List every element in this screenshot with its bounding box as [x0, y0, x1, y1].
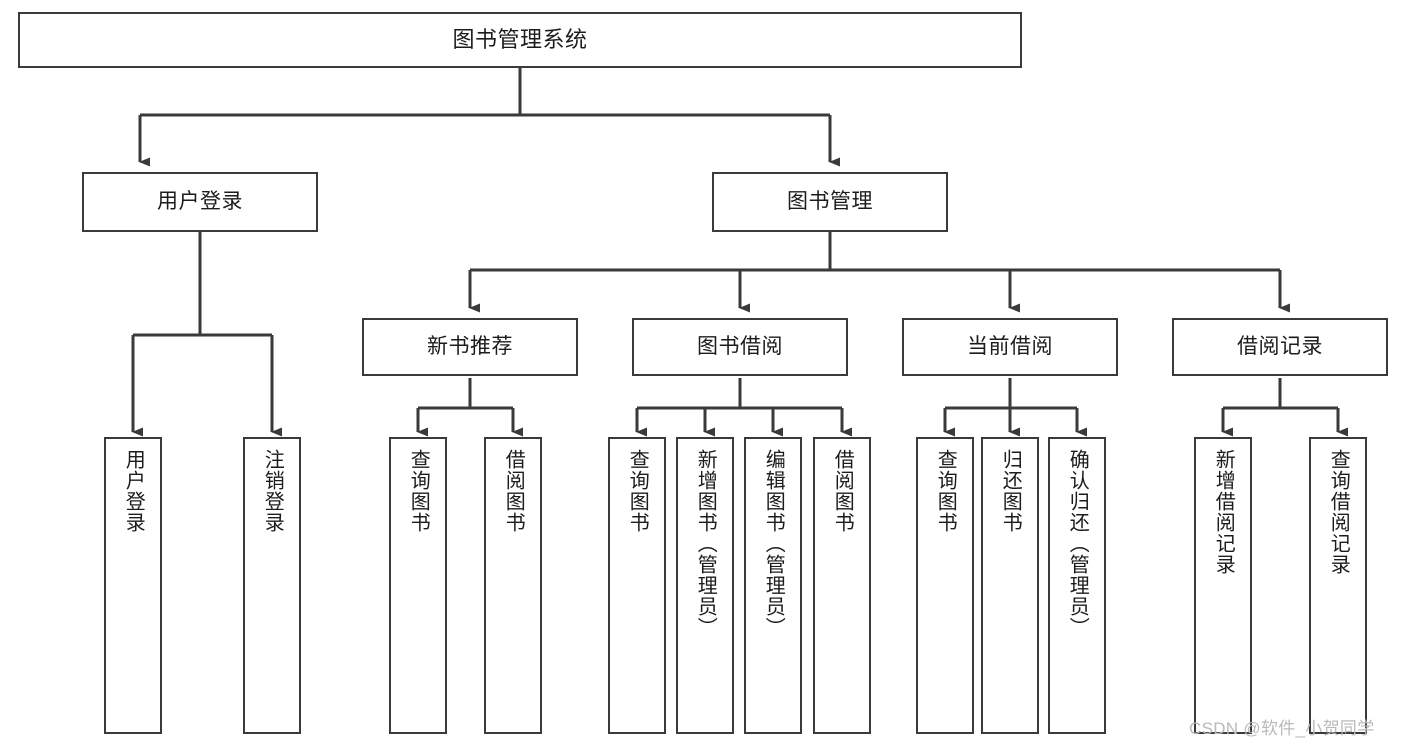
node-leaf-query-borrow-record-label: 查询借阅记录 — [1327, 449, 1350, 575]
node-current-borrow[interactable]: 当前借阅 — [902, 318, 1118, 376]
node-user-login[interactable]: 用户登录 — [82, 172, 318, 232]
node-leaf-user-login-label: 用户登录 — [122, 449, 145, 533]
node-leaf-borrow-query-book[interactable]: 查询图书 — [608, 437, 666, 734]
node-leaf-add-borrow-record[interactable]: 新增借阅记录 — [1194, 437, 1252, 734]
node-leaf-logout-label: 注销登录 — [261, 449, 284, 533]
node-leaf-borrow-book[interactable]: 借阅图书 — [813, 437, 871, 734]
node-book-borrow-label: 图书借阅 — [697, 334, 783, 358]
node-leaf-user-login[interactable]: 用户登录 — [104, 437, 162, 734]
node-leaf-confirm-return-admin-label: 确认归还（管理员） — [1066, 449, 1089, 638]
node-book-borrow[interactable]: 图书借阅 — [632, 318, 848, 376]
node-leaf-confirm-return-admin[interactable]: 确认归还（管理员） — [1048, 437, 1106, 734]
node-leaf-edit-book-admin[interactable]: 编辑图书（管理员） — [744, 437, 802, 734]
node-leaf-add-book-admin-label: 新增图书（管理员） — [694, 449, 717, 638]
node-new-book-recommend[interactable]: 新书推荐 — [362, 318, 578, 376]
node-book-management[interactable]: 图书管理 — [712, 172, 948, 232]
node-leaf-logout[interactable]: 注销登录 — [243, 437, 301, 734]
node-leaf-return-book-label: 归还图书 — [999, 449, 1022, 533]
node-user-login-label: 用户登录 — [157, 189, 243, 213]
node-leaf-query-borrow-record[interactable]: 查询借阅记录 — [1309, 437, 1367, 734]
node-leaf-recommend-query-book-label: 查询图书 — [407, 449, 430, 533]
node-root[interactable]: 图书管理系统 — [18, 12, 1022, 68]
node-new-book-recommend-label: 新书推荐 — [427, 334, 513, 358]
node-leaf-add-book-admin[interactable]: 新增图书（管理员） — [676, 437, 734, 734]
node-root-label: 图书管理系统 — [452, 27, 588, 53]
node-leaf-recommend-borrow-book[interactable]: 借阅图书 — [484, 437, 542, 734]
node-leaf-recommend-borrow-book-label: 借阅图书 — [502, 449, 525, 533]
node-leaf-return-book[interactable]: 归还图书 — [981, 437, 1039, 734]
node-leaf-borrow-query-book-label: 查询图书 — [626, 449, 649, 533]
node-leaf-current-query-book-label: 查询图书 — [934, 449, 957, 533]
node-book-management-label: 图书管理 — [787, 189, 873, 213]
node-leaf-recommend-query-book[interactable]: 查询图书 — [389, 437, 447, 734]
node-leaf-current-query-book[interactable]: 查询图书 — [916, 437, 974, 734]
node-leaf-borrow-book-label: 借阅图书 — [831, 449, 854, 533]
node-borrow-record-label: 借阅记录 — [1237, 334, 1323, 358]
node-current-borrow-label: 当前借阅 — [967, 334, 1053, 358]
watermark-text: CSDN @软件_小贺同学 — [1189, 719, 1375, 738]
node-leaf-add-borrow-record-label: 新增借阅记录 — [1212, 449, 1235, 575]
node-borrow-record[interactable]: 借阅记录 — [1172, 318, 1388, 376]
node-leaf-edit-book-admin-label: 编辑图书（管理员） — [762, 449, 785, 638]
